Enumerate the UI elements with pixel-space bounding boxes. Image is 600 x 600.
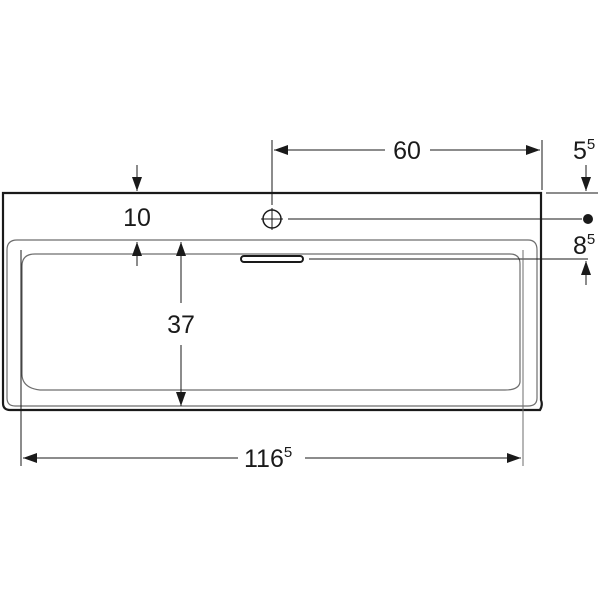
dimension-overall-width: 1165 [20, 250, 524, 473]
svg-text:55: 55 [573, 136, 595, 165]
tap-hole-icon [261, 208, 593, 230]
dimension-label-116: 116 [244, 445, 284, 473]
dimension-label-60: 60 [393, 137, 421, 165]
basin-outline [1, 191, 543, 412]
overflow-slot [240, 255, 588, 263]
dimension-label-8: 8 [573, 232, 587, 260]
dimension-tap-offset: 60 [271, 137, 543, 205]
svg-text:1165: 1165 [244, 444, 292, 473]
inner-rim-outline [6, 239, 538, 407]
svg-text:85: 85 [573, 231, 595, 260]
bowl-outline [21, 253, 521, 391]
dimension-basin-depth: 37 [167, 242, 195, 406]
dimension-rim-depth: 10 [123, 165, 151, 266]
dimension-label-10: 10 [123, 204, 151, 232]
dimension-top-offset: 55 [546, 136, 598, 194]
dimension-label-37: 37 [167, 311, 195, 339]
dimension-label-5: 5 [573, 137, 587, 165]
reference-dot-icon [583, 214, 593, 224]
dimension-overflow-offset: 85 [573, 231, 595, 285]
